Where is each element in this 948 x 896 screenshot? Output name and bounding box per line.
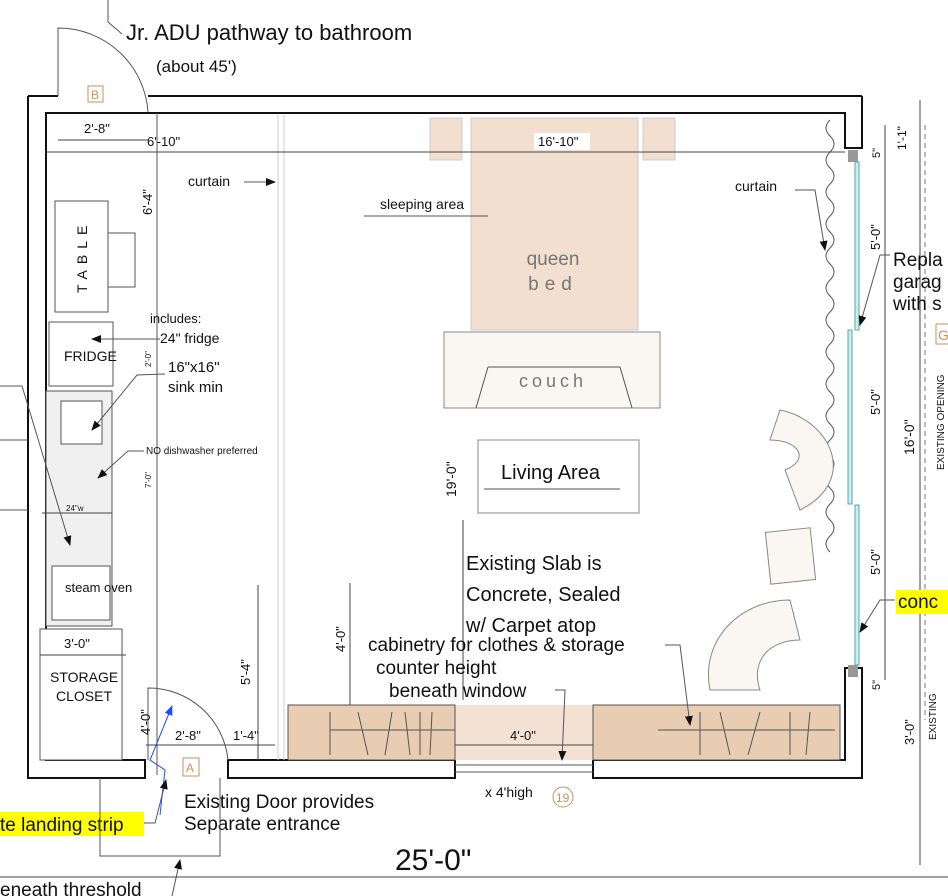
dim-door-2-8: 2'-8" <box>175 728 201 743</box>
dim-cab-4-0: 4'-0" <box>333 626 348 652</box>
svg-text:7'-0": 7'-0" <box>144 472 153 488</box>
fridge-note: 24" fridge <box>160 330 220 346</box>
svg-text:A: A <box>186 761 194 775</box>
svg-text:6'-10": 6'-10" <box>147 134 181 149</box>
dim-door-4-0: 4'-0" <box>138 709 153 735</box>
svg-text:19: 19 <box>556 791 570 805</box>
svg-text:5'-0": 5'-0" <box>868 389 883 415</box>
pathway-distance: (about 45') <box>156 57 237 76</box>
svg-text:queen: queen <box>527 249 580 270</box>
storage-closet: 3'-0" STORAGE CLOSET <box>39 628 126 761</box>
svg-text:5'-0": 5'-0" <box>868 224 883 250</box>
slab-note-3: w/ Carpet atop <box>465 615 596 637</box>
fridge: FRIDGE <box>48 321 117 387</box>
svg-text:STORAGE: STORAGE <box>50 669 118 685</box>
pathway-note: Jr. ADU pathway to bathroom <box>126 20 412 45</box>
door-a[interactable]: A <box>147 687 229 777</box>
dishwasher-note: NO dishwasher preferred <box>146 446 258 457</box>
table: TABLE <box>54 200 136 313</box>
svg-text:5'-0": 5'-0" <box>868 549 883 575</box>
svg-text:G: G <box>938 327 948 343</box>
dim-19-0: 19'-0" <box>443 461 459 497</box>
svg-text:steam oven: steam oven <box>65 580 132 595</box>
replace-note-3: with s <box>892 294 942 315</box>
sink <box>60 400 103 445</box>
dim-16-10: 16'-10" <box>538 134 579 149</box>
couch: couch <box>443 331 661 409</box>
curtain-left <box>277 115 285 760</box>
armchair-2 <box>708 599 801 691</box>
slab-note-1: Existing Slab is <box>466 553 602 575</box>
threshold-note: eneath threshold <box>0 880 142 896</box>
cabinetry <box>287 704 841 761</box>
svg-text:3'-0": 3'-0" <box>902 719 917 745</box>
window-height-note: x 4'high <box>485 784 533 800</box>
svg-text:2'-8": 2'-8" <box>84 121 110 136</box>
replace-note-1: Repla <box>893 250 943 271</box>
svg-text:3'-0": 3'-0" <box>64 636 90 651</box>
living-area: Living Area <box>477 439 640 514</box>
walls <box>0 95 863 779</box>
garage-window <box>847 150 860 677</box>
cabinetry-note-3: beneath window <box>389 681 527 702</box>
dim-window-4-0: 4'-0" <box>510 728 536 743</box>
cabinetry-note-1: cabinetry for clothes & storage <box>368 635 625 656</box>
door-note-2: Separate entrance <box>184 814 340 835</box>
sleeping-area-label: sleeping area <box>380 196 464 212</box>
armchair-1 <box>769 409 834 511</box>
svg-text:6'-4": 6'-4" <box>140 189 155 215</box>
cabinetry-note-2: counter height <box>376 658 497 679</box>
door-b-tag: B <box>91 88 99 102</box>
svg-text:EXISTING OPENING: EXISTING OPENING <box>936 374 947 470</box>
landing-strip-highlight <box>0 812 144 836</box>
dim-5-4: 5'-4" <box>238 659 253 685</box>
svg-text:bed: bed <box>528 274 578 295</box>
garage-tag-g: G <box>935 323 948 345</box>
svg-text:2'-0": 2'-0" <box>144 351 153 367</box>
svg-text:16'-0": 16'-0" <box>901 419 917 455</box>
replace-note-2: garag <box>893 272 942 293</box>
svg-text:EXISTING: EXISTING <box>928 693 939 740</box>
svg-text:FRIDGE: FRIDGE <box>64 348 117 364</box>
svg-text:5": 5" <box>871 148 883 158</box>
sink-size-note: 16"x16" <box>168 359 220 376</box>
curtain-label-right: curtain <box>735 178 777 194</box>
concrete-highlight <box>896 590 948 614</box>
svg-text:TABLE: TABLE <box>74 220 90 293</box>
concrete-note: conc <box>898 592 938 613</box>
dim-1-4: 1'-4" <box>233 728 259 743</box>
curtain-label-left: curtain <box>188 173 230 189</box>
window-tag-19: 19 <box>552 786 574 808</box>
svg-text:CLOSET: CLOSET <box>56 688 112 704</box>
kitchen-counter: steam oven 24"w <box>42 390 132 627</box>
slab-note-2: Concrete, Sealed <box>466 584 621 606</box>
pathway-leader <box>107 0 123 35</box>
side-table <box>764 527 817 585</box>
door-note-1: Existing Door provides <box>184 792 374 813</box>
door-b[interactable]: B <box>57 27 149 113</box>
dim-25-0: 25'-0" <box>395 844 471 877</box>
svg-text:5": 5" <box>871 680 883 690</box>
top-dimensions: 2'-8" 6'-10" 16'-10" 6'-4" 2'-0" 7'-0" <box>46 121 845 488</box>
includes-note: includes: <box>150 311 201 326</box>
svg-text:1'-1": 1'-1" <box>895 126 909 150</box>
svg-text:24"w: 24"w <box>66 504 84 513</box>
landing-strip-note: te landing strip <box>0 815 124 836</box>
leader-left <box>0 385 72 546</box>
queen-bed: queen bed <box>429 117 676 331</box>
svg-text:Living Area: Living Area <box>501 462 601 484</box>
steam-oven <box>51 565 111 621</box>
svg-text:couch: couch <box>519 371 587 391</box>
right-dimensions: 5" 1'-1" 5'-0" 5'-0" 5'-0" 16'-0" 5" 3'-… <box>868 100 947 865</box>
sink-min-note: sink min <box>168 379 223 396</box>
